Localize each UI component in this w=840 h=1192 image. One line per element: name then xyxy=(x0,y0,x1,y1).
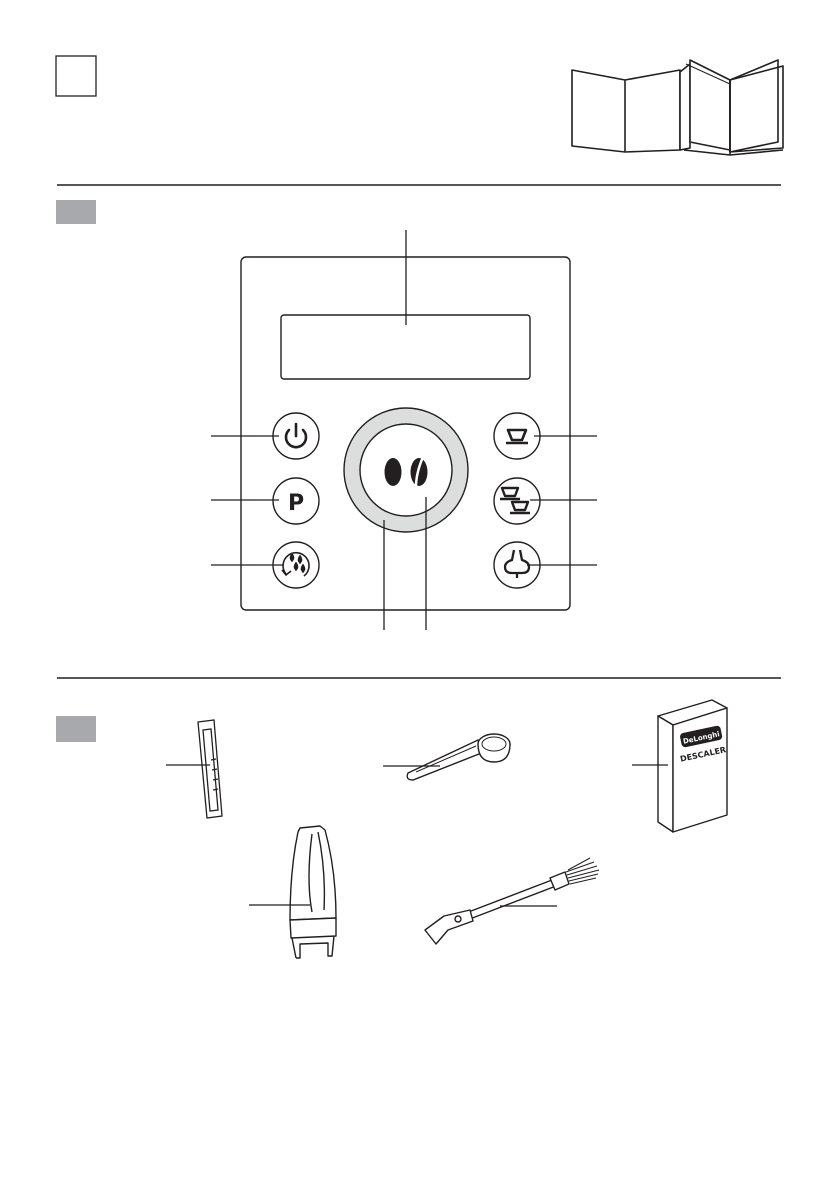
aroma-button[interactable] xyxy=(344,408,468,532)
section-marker-a xyxy=(56,56,96,96)
power-button[interactable] xyxy=(273,413,319,459)
measuring-scoop-icon xyxy=(407,734,510,780)
water-filter-icon xyxy=(290,826,336,958)
p-icon: P xyxy=(288,491,304,516)
cleaning-brush-icon xyxy=(425,858,599,944)
brush-bristles xyxy=(566,858,599,884)
descaler-bottle-icon: DeLonghi DESCALER xyxy=(658,700,727,832)
section-marker-c xyxy=(56,716,96,742)
program-button[interactable]: P xyxy=(273,478,319,524)
one-cup-button[interactable] xyxy=(494,413,540,459)
two-cups-button[interactable] xyxy=(494,478,540,524)
section-marker-b xyxy=(56,200,96,224)
water-hardness-test-strip-icon xyxy=(198,720,222,818)
instruction-manuals-icon xyxy=(572,60,783,155)
